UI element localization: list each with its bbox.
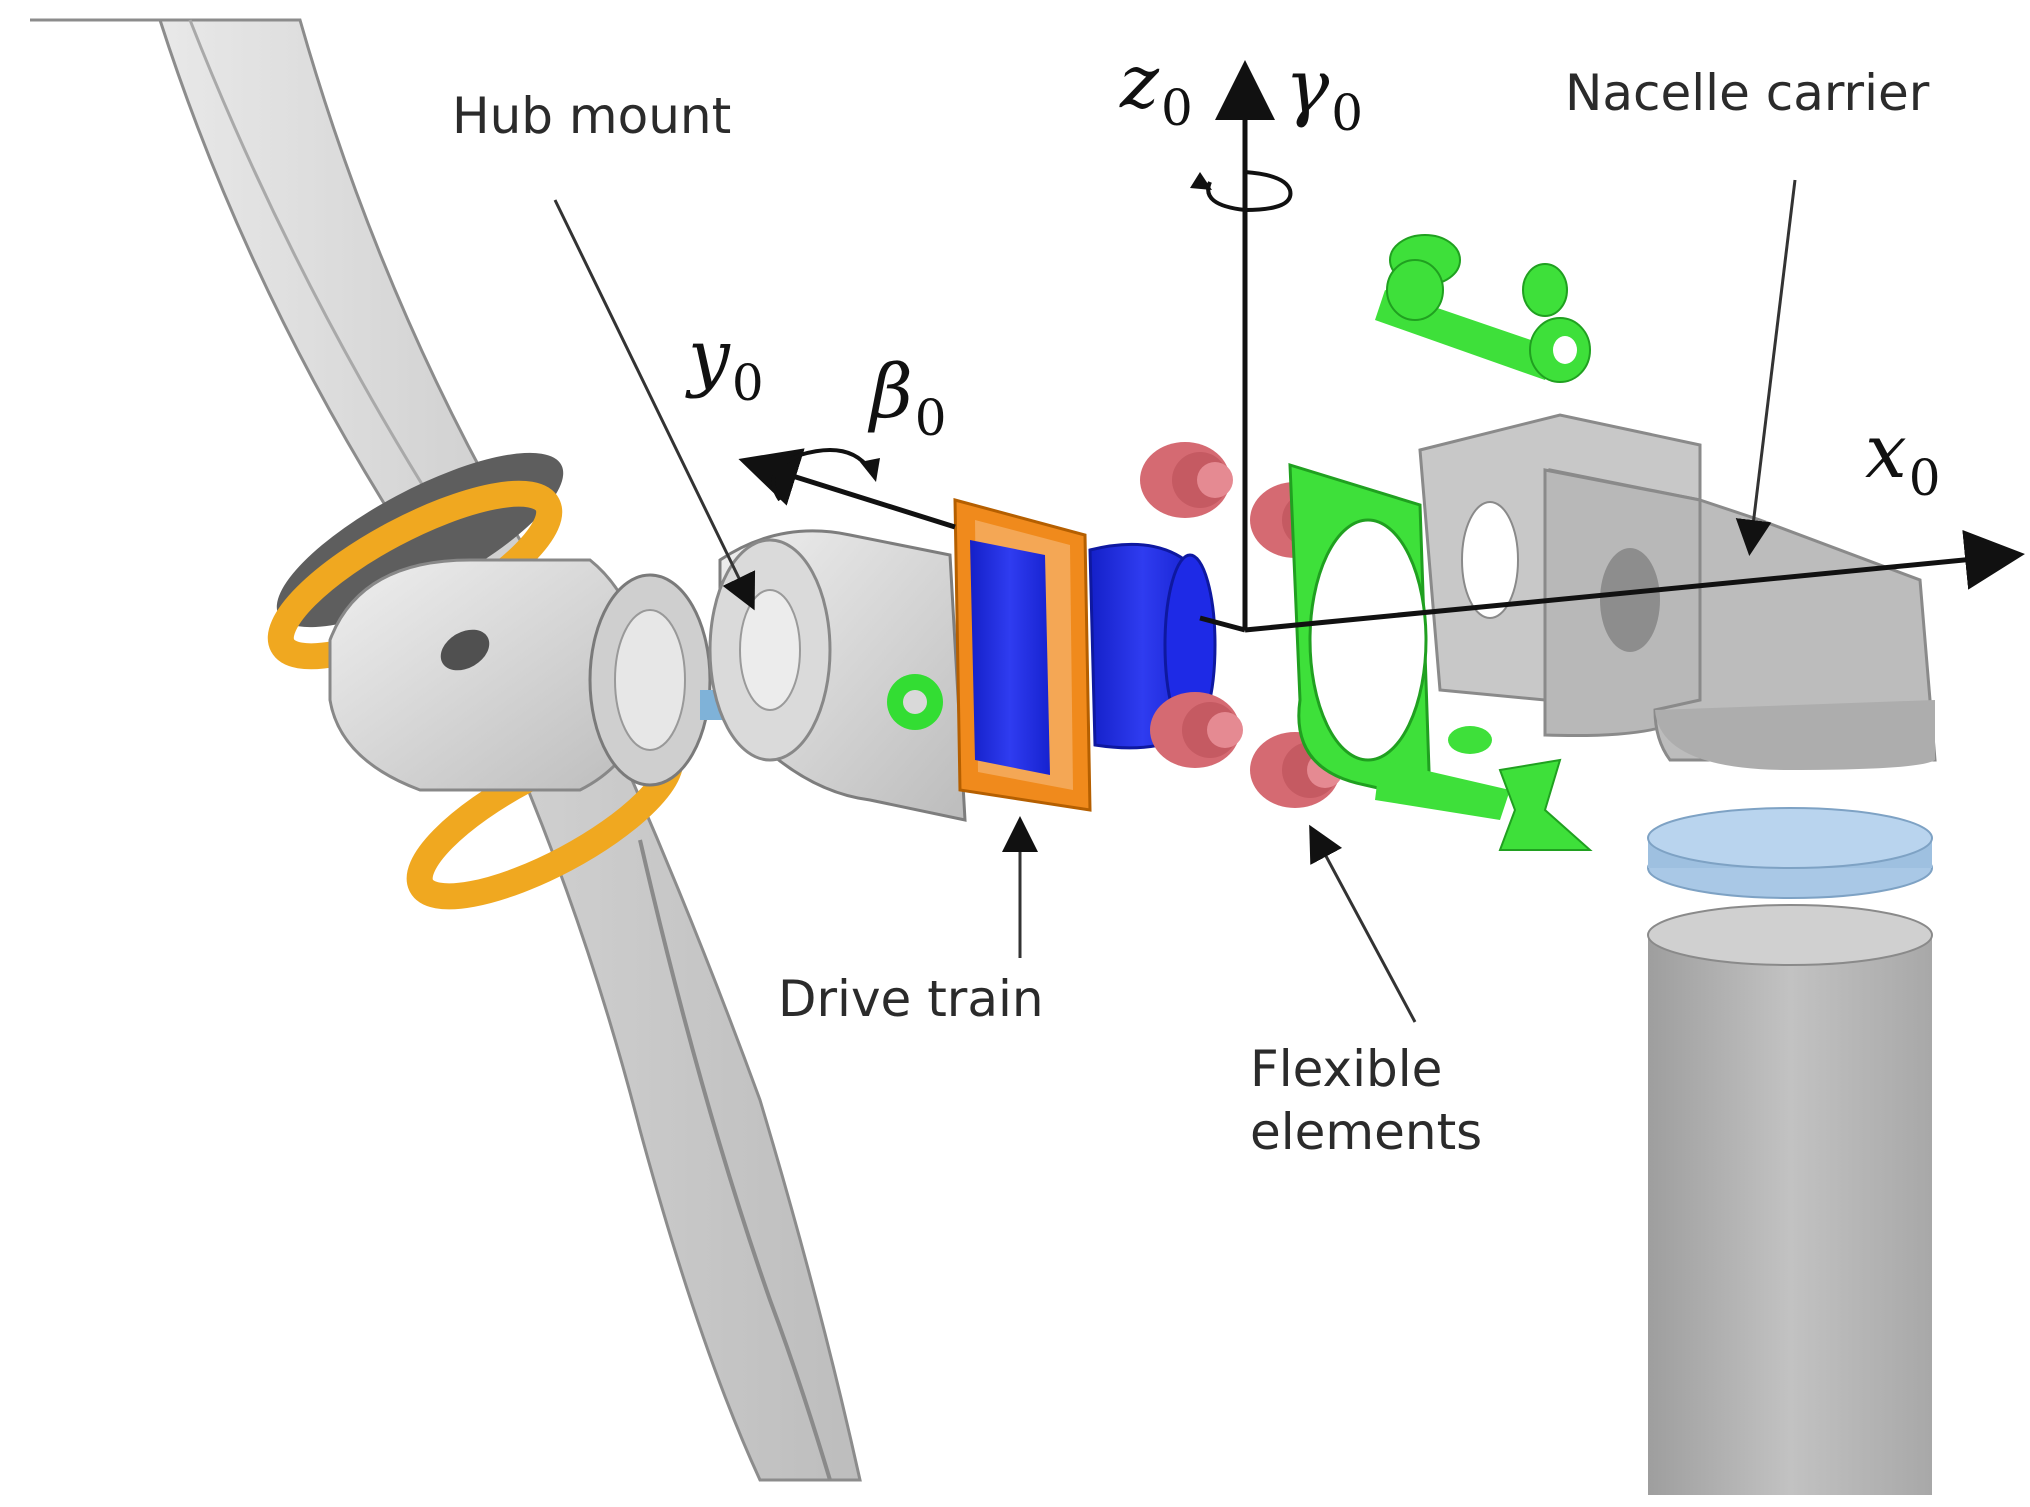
leader-flexible-elements bbox=[1309, 824, 1417, 1023]
label-hub-mount: Hub mount bbox=[452, 87, 732, 145]
yaw-bearing-disk bbox=[1647, 807, 1933, 899]
hub-mount-part bbox=[708, 529, 967, 822]
axis-label-beta: β0 bbox=[870, 349, 947, 447]
axis-y bbox=[738, 448, 956, 530]
beta-rotation-arrow bbox=[771, 448, 880, 502]
gamma-rotation-arrow bbox=[1190, 170, 1293, 213]
tower bbox=[1647, 904, 1933, 1495]
nacelle-carrier-part bbox=[1418, 413, 1937, 770]
hub bbox=[328, 558, 726, 792]
axis-label-z: z0 bbox=[1120, 39, 1193, 137]
axis-label-gamma: γ0 bbox=[1285, 44, 1364, 142]
leader-nacelle-carrier bbox=[1735, 179, 1797, 556]
axis-x bbox=[1199, 529, 2025, 633]
drive-train-part bbox=[970, 540, 1217, 775]
flexible-element-3 bbox=[1150, 692, 1243, 768]
axis-label-y: y0 bbox=[688, 314, 764, 412]
label-drive-train: Drive train bbox=[778, 970, 1044, 1028]
axis-label-x: x0 bbox=[1865, 409, 1941, 507]
label-nacelle-carrier: Nacelle carrier bbox=[1565, 64, 1930, 122]
green-connector-rod bbox=[1375, 234, 1591, 383]
leader-hub-mount bbox=[553, 199, 756, 611]
green-mount-frame bbox=[1288, 462, 1593, 851]
label-flexible-elements: Flexible elements bbox=[1250, 1040, 1483, 1161]
flexible-element-1 bbox=[1140, 442, 1233, 518]
